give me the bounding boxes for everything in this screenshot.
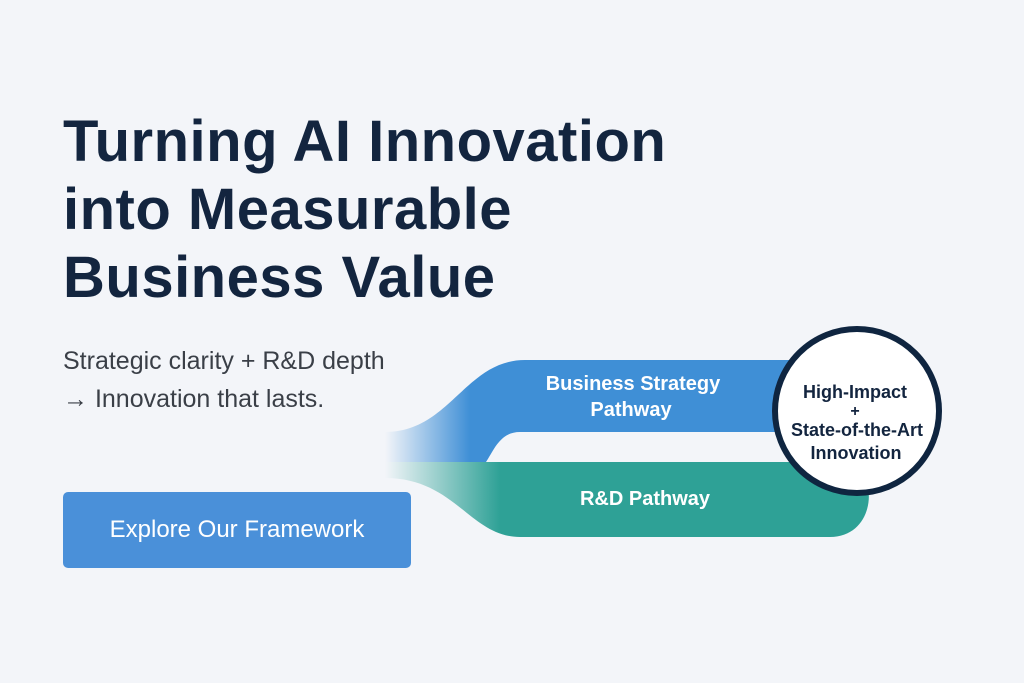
business-pathway-label-2: Pathway	[590, 399, 672, 421]
rd-pathway-band	[385, 462, 869, 537]
business-strategy-pathway-band	[385, 360, 810, 462]
outcome-line-4: Innovation	[811, 443, 902, 463]
business-pathway-label-1: Business Strategy	[546, 373, 721, 395]
outcome-circle	[772, 326, 942, 496]
outcome-line-1: High-Impact	[803, 382, 907, 402]
headline-line-1: Turning AI Innovation	[63, 109, 667, 174]
headline-line-2: into Measurable	[63, 177, 513, 242]
outcome-line-3: State-of-the-Art	[791, 420, 923, 440]
outcome-line-2: +	[850, 403, 859, 420]
explore-framework-button[interactable]: Explore Our Framework	[63, 492, 411, 568]
subtitle: Strategic clarity + R&D depth → Innovati…	[63, 342, 385, 418]
rd-pathway-label: R&D Pathway	[580, 488, 711, 510]
headline: Turning AI Innovation into Measurable Bu…	[63, 108, 666, 312]
headline-line-3: Business Value	[63, 245, 496, 310]
subtitle-line-2: → Innovation that lasts.	[63, 385, 325, 413]
subtitle-line-1: Strategic clarity + R&D depth	[63, 347, 385, 375]
